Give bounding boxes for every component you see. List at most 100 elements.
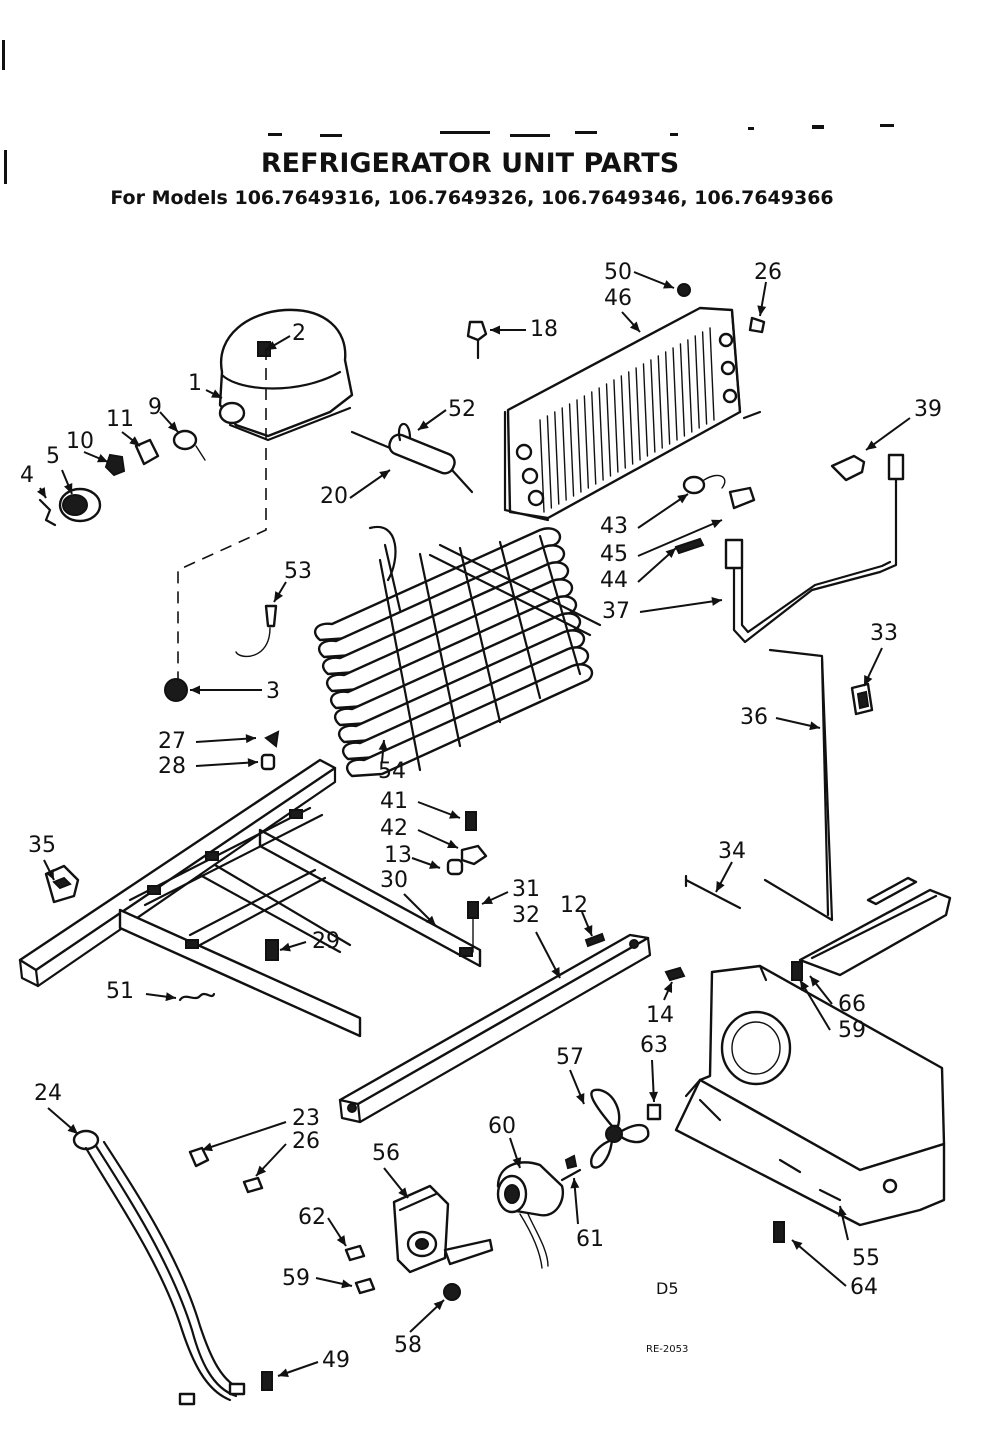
- compressor: [218, 308, 354, 442]
- evaporator-tube: [418, 552, 462, 748]
- part-12-screw: [584, 932, 606, 948]
- callout-43: 43: [600, 514, 628, 539]
- callout-11: 11: [106, 407, 134, 432]
- callout-42: 42: [380, 816, 408, 841]
- part-59-screw-top: [791, 961, 803, 981]
- leader-arrowhead: [570, 1178, 580, 1189]
- callout-20: 20: [320, 484, 348, 509]
- leader-arrowhead: [64, 483, 73, 494]
- callout-45: 45: [600, 542, 628, 567]
- part-61-clip: [564, 1154, 578, 1170]
- tubing-group-37: [674, 453, 905, 644]
- condenser-fin: [554, 411, 560, 505]
- condenser-fin: [650, 359, 656, 453]
- callout-36: 36: [740, 705, 768, 730]
- callout-1: 1: [188, 371, 202, 396]
- leader-line: [637, 519, 723, 557]
- condenser-fin: [679, 343, 686, 437]
- leader-arrowhead: [425, 915, 436, 926]
- callout-59-right: 59: [838, 1018, 866, 1043]
- leader-line: [195, 761, 259, 767]
- part-49-screw: [261, 1371, 273, 1391]
- drain-tube-36: [763, 648, 834, 922]
- leader-arrowhead: [341, 1279, 352, 1289]
- evaporator-tube: [498, 540, 542, 700]
- leader-arrowhead: [67, 1124, 78, 1134]
- condenser-fin: [576, 399, 582, 493]
- leader-arrowhead: [512, 1157, 522, 1168]
- part-14-screw: [664, 966, 686, 982]
- callout-64: 64: [850, 1275, 878, 1300]
- leader-arrowhead: [663, 280, 674, 289]
- drier: [350, 422, 474, 494]
- callout-51: 51: [106, 979, 134, 1004]
- grommet-3: [164, 678, 188, 702]
- condenser-fin: [627, 371, 634, 465]
- leader-arrowhead: [433, 1300, 444, 1311]
- callout-18: 18: [530, 317, 558, 342]
- scan-specks: [2, 40, 894, 184]
- condenser-fin: [546, 415, 553, 509]
- power-cord: [72, 1129, 246, 1406]
- leader-line: [639, 599, 723, 613]
- condenser-fin: [583, 395, 590, 489]
- condenser-fin: [568, 403, 575, 497]
- leader-arrowhead: [245, 734, 256, 744]
- fan-motor: [496, 1161, 582, 1269]
- leader-arrowhead: [490, 325, 500, 335]
- leader-arrowhead: [711, 519, 722, 529]
- evaporator-coil: [333, 612, 582, 727]
- bracket-hardware: [344, 1244, 461, 1301]
- leader-arrowhead: [379, 470, 390, 480]
- leader-arrowhead: [378, 740, 388, 751]
- leader-arrowhead: [256, 1165, 267, 1176]
- condenser-fin: [561, 407, 567, 501]
- parts-27-28: [260, 730, 280, 771]
- condenser-fin: [687, 339, 693, 433]
- callout-57: 57: [556, 1045, 584, 1070]
- callout-23: 23: [292, 1106, 320, 1131]
- callout-10: 10: [66, 429, 94, 454]
- cord-clip-23: [188, 1146, 264, 1194]
- callout-28: 28: [158, 754, 186, 779]
- callout-39: 39: [914, 397, 942, 422]
- evaporator-coil: [341, 646, 590, 761]
- evaporator: [313, 525, 602, 778]
- condenser-fin: [598, 387, 604, 481]
- leader-arrowhead: [274, 591, 284, 602]
- leader-arrowhead: [280, 942, 291, 952]
- callout-50: 50: [604, 260, 632, 285]
- callout-60: 60: [488, 1114, 516, 1139]
- callout-54: 54: [378, 759, 406, 784]
- callout-24: 24: [34, 1081, 62, 1106]
- callout-35: 35: [28, 833, 56, 858]
- leader-arrowhead: [190, 685, 200, 695]
- leader-arrowhead: [211, 389, 222, 398]
- callout-58: 58: [394, 1333, 422, 1358]
- callout-66: 66: [838, 992, 866, 1017]
- condenser-fin: [635, 367, 641, 461]
- leader-arrowhead: [45, 869, 54, 880]
- leader-arrowhead: [810, 976, 820, 987]
- leader-arrowhead: [429, 860, 440, 869]
- condenser-fin: [672, 347, 678, 441]
- callout-14: 14: [646, 1003, 674, 1028]
- callout-53: 53: [284, 559, 312, 584]
- callout-55: 55: [852, 1246, 880, 1271]
- leader-arrowhead: [449, 810, 460, 819]
- callout-44: 44: [600, 568, 628, 593]
- condenser-fin: [664, 351, 671, 445]
- condenser-fin: [709, 327, 715, 421]
- callout-2: 2: [292, 321, 306, 346]
- callout-37: 37: [602, 599, 630, 624]
- cross-rail: [338, 933, 652, 1124]
- callout-30: 30: [380, 868, 408, 893]
- callout-27: 27: [158, 729, 186, 754]
- condenser: [503, 283, 766, 522]
- leader-line: [201, 1121, 287, 1151]
- callout-46: 46: [604, 286, 632, 311]
- evaporator-coil: [329, 595, 578, 710]
- condenser-fin: [642, 363, 649, 457]
- leader-arrowhead: [418, 420, 429, 430]
- callout-62: 62: [298, 1205, 326, 1230]
